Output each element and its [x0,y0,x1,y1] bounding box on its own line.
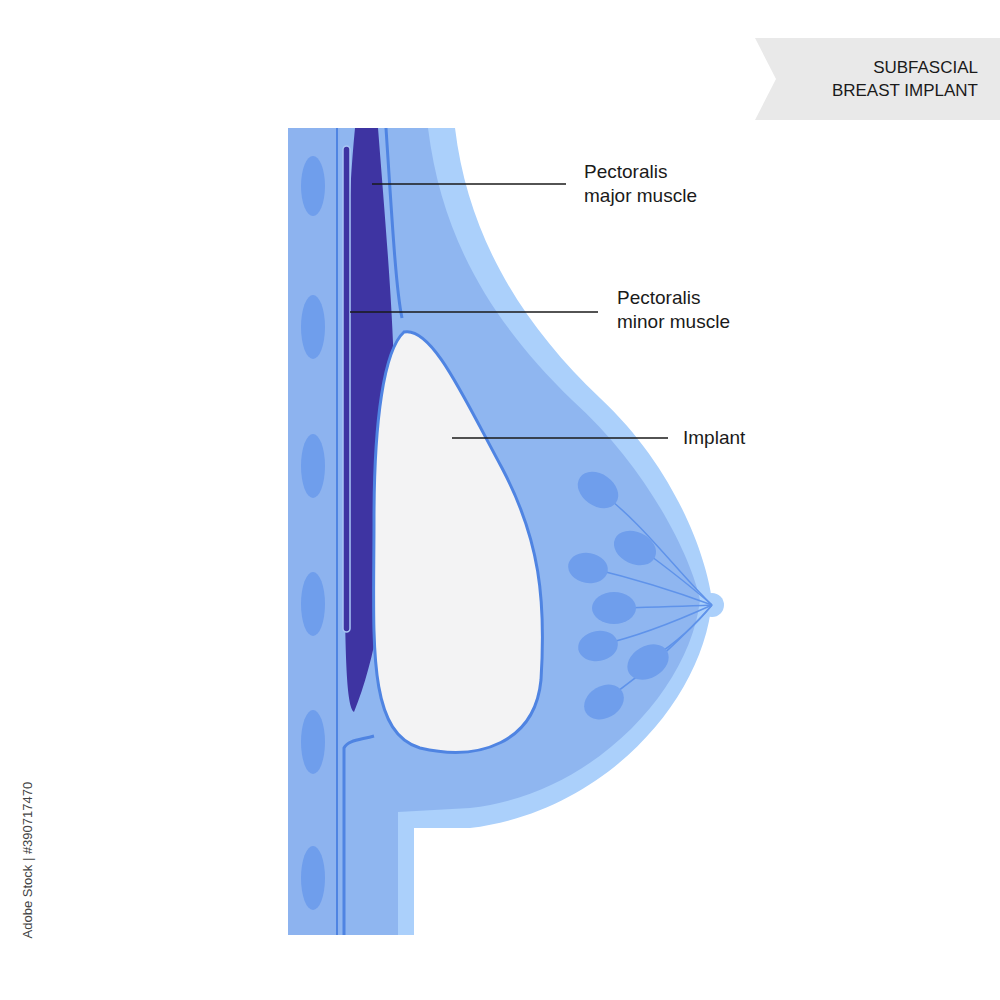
implant [374,332,543,753]
milk-ducts [590,492,712,700]
part-label: Pectoralis major muscle [584,160,709,208]
ribs [301,156,325,910]
title-banner [755,38,1000,120]
watermark: Adobe Stock | #390717470 [20,782,36,939]
part-label: Pectoralis minor muscle [617,286,742,334]
breast-tissue [340,128,700,935]
chest-wall [288,128,340,935]
part-label: Implant [683,426,883,450]
title: SUBFASCIAL BREAST IMPLANT [828,56,978,102]
chest-wall-line [336,128,338,935]
skin-layer [340,128,712,935]
mammary-glands [566,464,675,726]
pectoralis-minor [343,146,350,632]
